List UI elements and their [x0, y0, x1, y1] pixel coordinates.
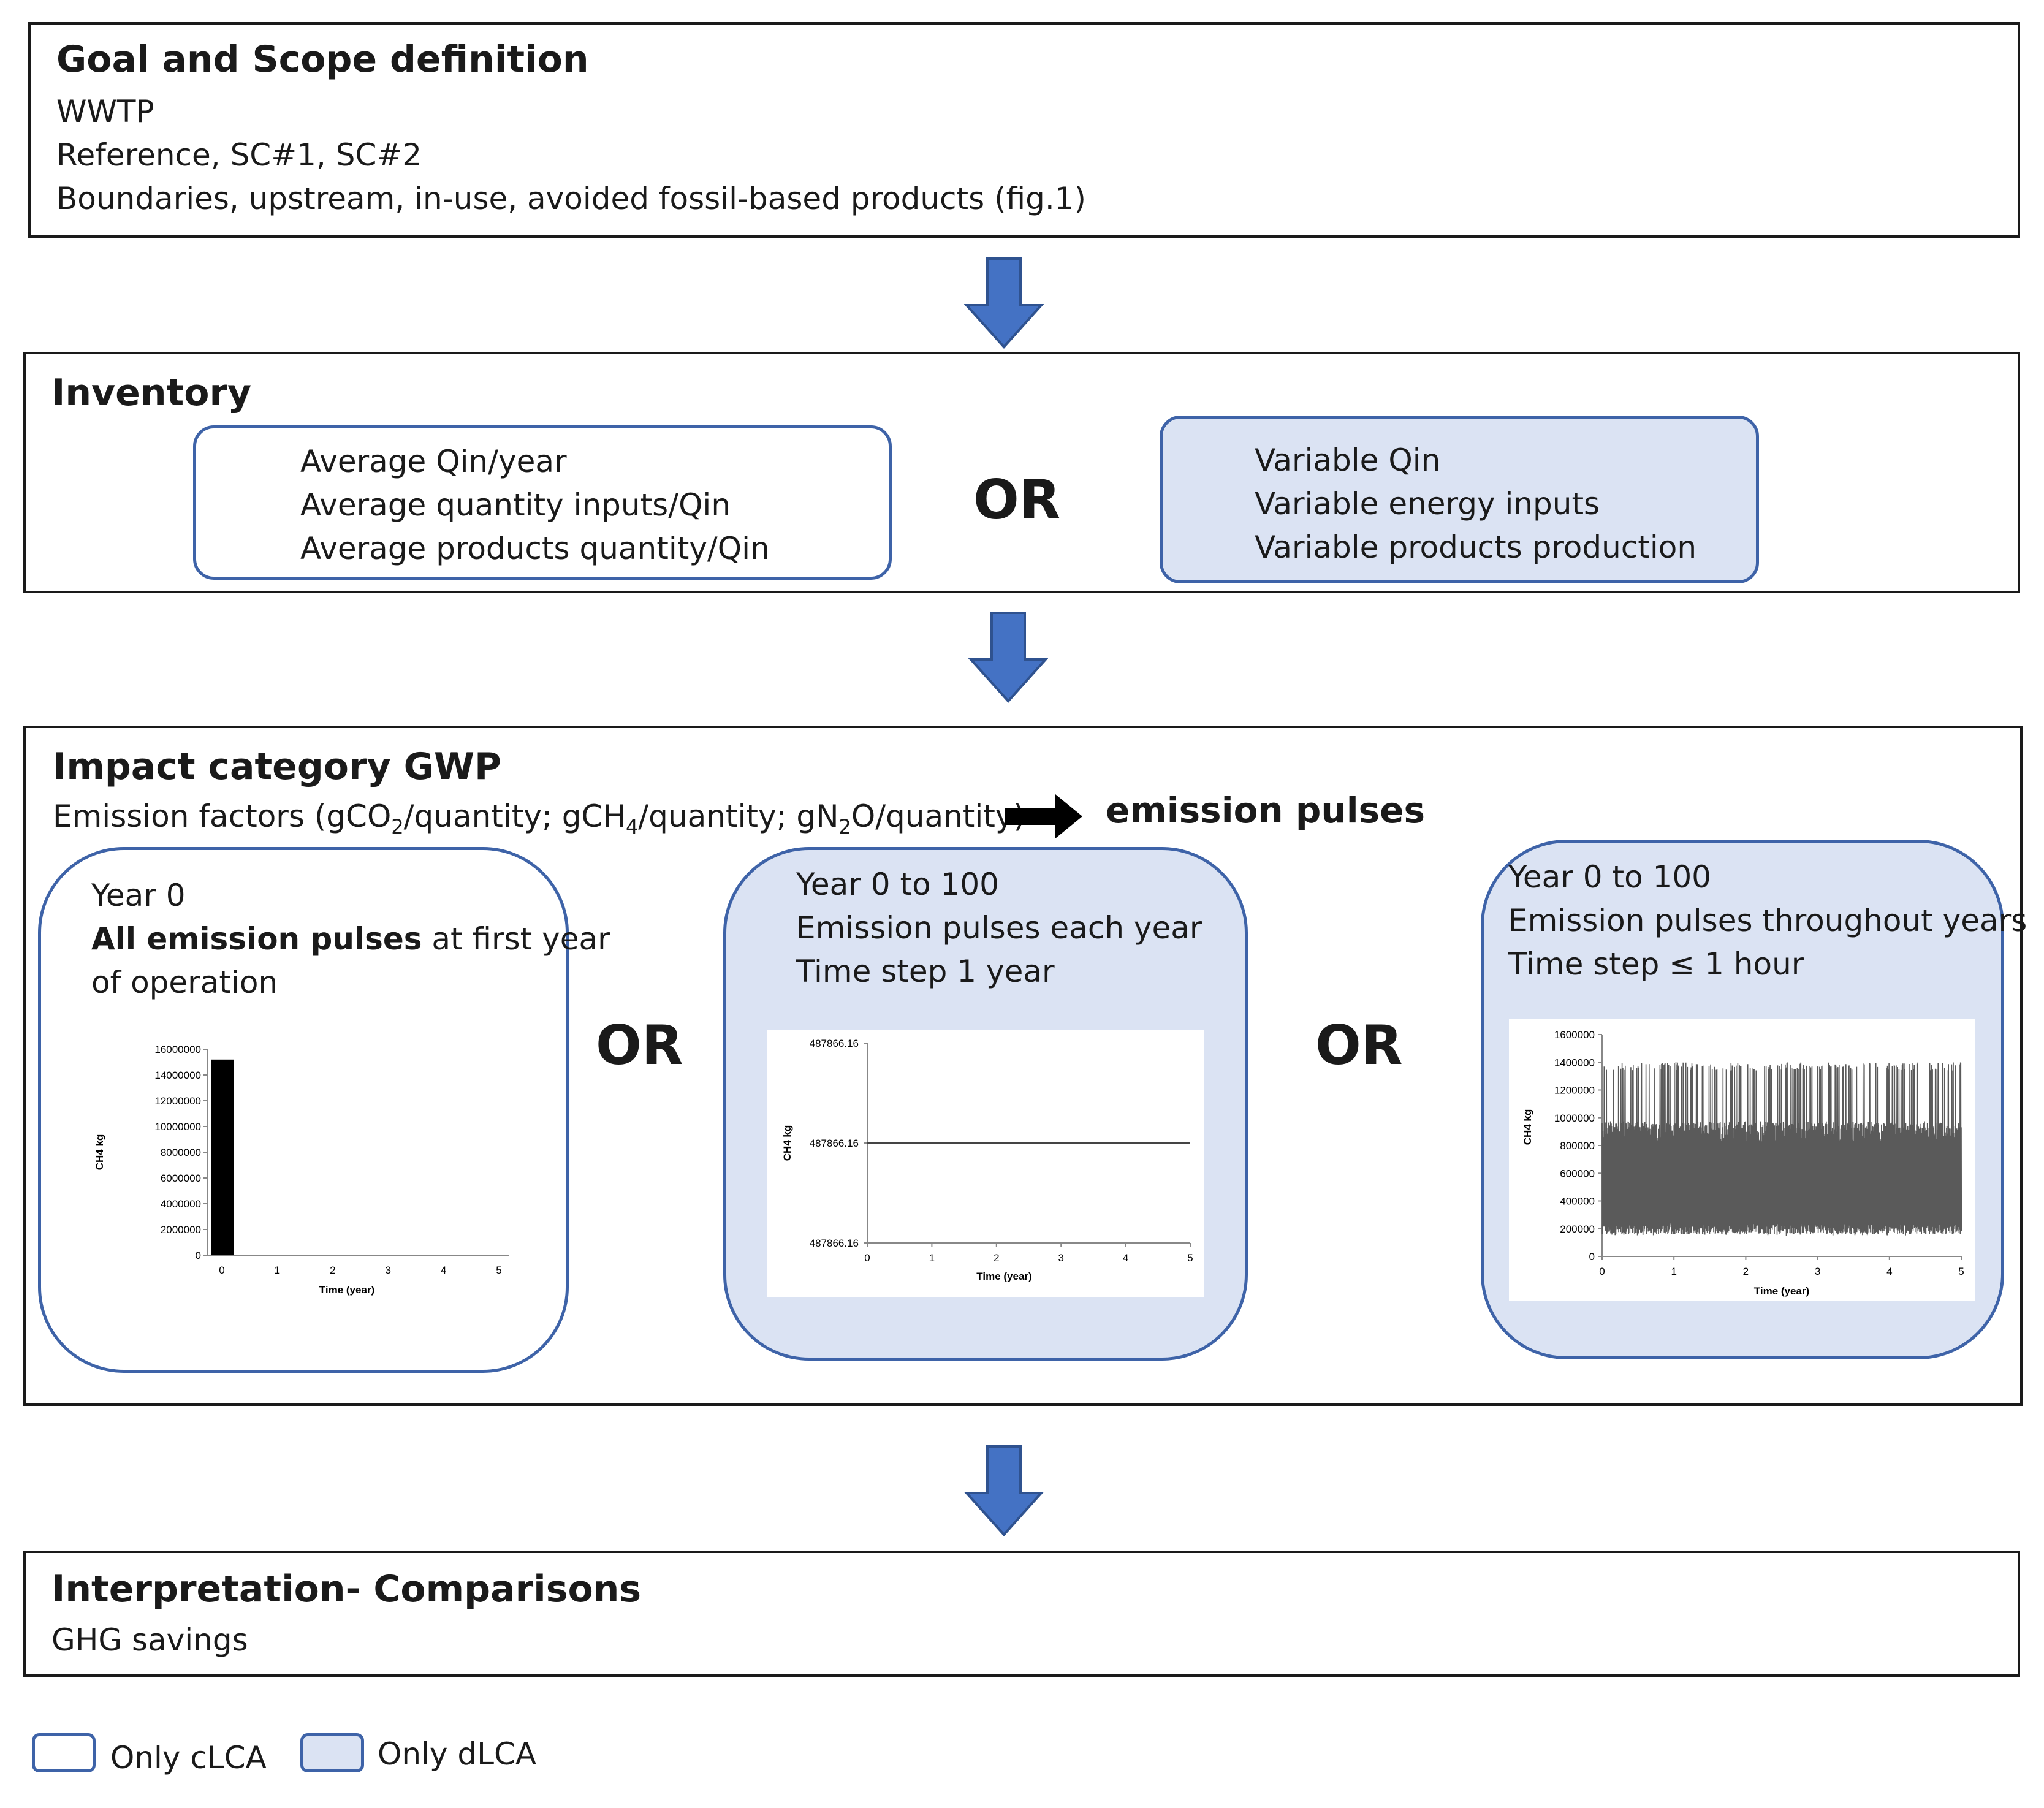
chart-yearly-background — [767, 1030, 1204, 1297]
interpretation-title: Interpretation- Comparisons — [51, 1568, 642, 1611]
inventory-left-line-2: Average quantity inputs/Qin — [300, 487, 731, 523]
goal-scope-box: Goal and Scope definition WWTP Reference… — [28, 22, 2020, 238]
y-axis-label: CH4 kg — [781, 1125, 793, 1161]
panel3-line-1: Year 0 to 100 — [1508, 859, 1711, 895]
panel3-line-3: Time step ≤ 1 hour — [1508, 946, 1804, 982]
x-tick-label: 2 — [994, 1252, 999, 1264]
bar — [211, 1059, 234, 1255]
y-tick-label: 800000 — [1560, 1140, 1595, 1152]
legend-clca-swatch — [32, 1733, 96, 1772]
x-tick-label: 5 — [1187, 1252, 1193, 1264]
y-tick-label: 4000000 — [161, 1198, 201, 1210]
x-tick-label: 0 — [1599, 1266, 1605, 1277]
y-tick-label: 487866.16 — [810, 1038, 859, 1049]
y-tick-label: 2000000 — [161, 1224, 201, 1236]
y-axis-label: CH4 kg — [1522, 1109, 1533, 1145]
y-tick-label: 1400000 — [1554, 1057, 1595, 1068]
inventory-or: OR — [973, 468, 1061, 531]
y-tick-label: 400000 — [1560, 1196, 1595, 1207]
goal-line-2: Reference, SC#1, SC#2 — [56, 137, 422, 173]
inventory-left-line-3: Average products quantity/Qin — [300, 531, 770, 566]
panel2-line-3: Time step 1 year — [796, 954, 1055, 989]
y-tick-label: 487866.16 — [810, 1237, 859, 1249]
y-axis-label: CH4 kg — [94, 1134, 105, 1171]
x-tick-label: 1 — [929, 1252, 935, 1264]
inventory-right-line-2: Variable energy inputs — [1255, 486, 1600, 522]
x-tick-label: 3 — [1815, 1266, 1820, 1277]
impact-or-1: OR — [596, 1014, 683, 1077]
y-tick-label: 14000000 — [154, 1069, 201, 1081]
y-tick-label: 10000000 — [154, 1121, 201, 1133]
x-tick-label: 3 — [1058, 1252, 1063, 1264]
inventory-clca-box: Average Qin/year Average quantity inputs… — [193, 425, 892, 580]
y-tick-label: 600000 — [1560, 1168, 1595, 1179]
x-tick-label: 1 — [1671, 1266, 1676, 1277]
chart-year0-bar: 0200000040000006000000800000010000000120… — [94, 1044, 509, 1296]
x-tick-label: 0 — [864, 1252, 870, 1264]
x-tick-label: 2 — [330, 1264, 335, 1276]
inventory-right-line-3: Variable products production — [1255, 530, 1697, 565]
inventory-title: Inventory — [51, 371, 252, 414]
x-tick-label: 3 — [385, 1264, 390, 1276]
panel1-line-2: All emission pulses at first year — [91, 921, 610, 957]
inventory-left-line-1: Average Qin/year — [300, 444, 567, 479]
x-tick-label: 4 — [441, 1264, 446, 1276]
panel1-line-3: of operation — [91, 965, 278, 1000]
right-arrow-icon — [1005, 794, 1082, 838]
legend-clca-label: Only cLCA — [110, 1740, 267, 1776]
y-tick-label: 1000000 — [1554, 1112, 1595, 1124]
x-tick-label: 4 — [1123, 1252, 1128, 1264]
y-tick-label: 1200000 — [1554, 1085, 1595, 1096]
series-line — [1601, 1062, 1962, 1236]
y-tick-label: 487866.16 — [810, 1138, 859, 1149]
y-tick-label: 12000000 — [154, 1095, 201, 1107]
impact-or-2: OR — [1315, 1014, 1403, 1077]
emission-factors-text: Emission factors (gCO2/quantity; gCH4/qu… — [53, 799, 1025, 838]
x-tick-label: 2 — [1743, 1266, 1749, 1277]
y-tick-label: 0 — [1589, 1251, 1595, 1263]
legend-dlca-label: Only dLCA — [378, 1736, 537, 1772]
goal-line-1: WWTP — [56, 94, 154, 129]
x-tick-label: 1 — [275, 1264, 280, 1276]
x-tick-label: 5 — [496, 1264, 501, 1276]
goal-scope-title: Goal and Scope definition — [56, 38, 589, 81]
down-arrow-icon — [964, 257, 1044, 349]
x-tick-label: 0 — [219, 1264, 224, 1276]
y-tick-label: 6000000 — [161, 1172, 201, 1184]
inventory-right-line-1: Variable Qin — [1255, 443, 1441, 478]
y-tick-label: 16000000 — [154, 1044, 201, 1055]
panel2-line-1: Year 0 to 100 — [796, 867, 999, 902]
x-tick-label: 4 — [1886, 1266, 1892, 1277]
panel3-line-2: Emission pulses throughout years — [1508, 903, 2027, 938]
y-tick-label: 1600000 — [1554, 1029, 1595, 1041]
inventory-dlca-box: Variable Qin Variable energy inputs Vari… — [1160, 416, 1759, 583]
x-axis-label: Time (year) — [1754, 1285, 1809, 1297]
interpretation-line: GHG savings — [51, 1622, 248, 1658]
y-tick-label: 200000 — [1560, 1223, 1595, 1235]
panel1-line-1: Year 0 — [91, 878, 186, 913]
legend-dlca-swatch — [300, 1733, 364, 1772]
down-arrow-icon — [964, 1445, 1044, 1536]
x-tick-label: 5 — [1958, 1266, 1964, 1277]
goal-line-3: Boundaries, upstream, in-use, avoided fo… — [56, 181, 1087, 216]
x-axis-label: Time (year) — [319, 1284, 374, 1296]
x-axis-label: Time (year) — [976, 1271, 1031, 1282]
interpretation-box: Interpretation- Comparisons GHG savings — [23, 1551, 2020, 1677]
y-tick-label: 0 — [196, 1250, 201, 1261]
impact-panel-year0: Year 0 All emission pulses at first year… — [38, 847, 610, 1373]
impact-title: Impact category GWP — [53, 745, 502, 788]
y-tick-label: 8000000 — [161, 1147, 201, 1158]
down-arrow-icon — [968, 612, 1048, 703]
panel2-line-2: Emission pulses each year — [796, 910, 1202, 946]
chart-hourly-line: 0 200000 400000 600000 800000 1000000 1200000 1… — [1522, 1029, 1964, 1297]
emission-pulses-label: emission pulses — [1106, 789, 1425, 831]
